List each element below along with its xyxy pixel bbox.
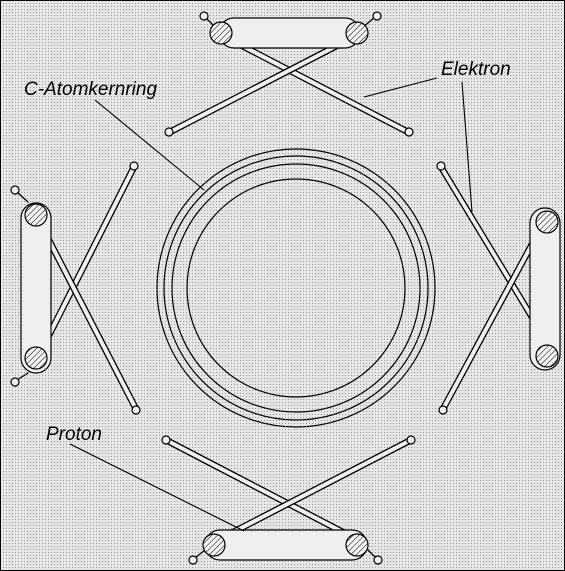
electron-end-icon [405, 128, 413, 136]
proton-ball-icon [25, 204, 47, 226]
proton-ball-icon [536, 211, 558, 233]
proton-ball-icon [346, 534, 368, 556]
label-electron: Elektron [441, 59, 511, 80]
electron-end-icon [407, 436, 415, 444]
proton-tube-bottom [205, 530, 367, 560]
label-proton: Proton [46, 424, 102, 445]
electron-end-icon [132, 406, 140, 414]
electron-end-icon [165, 128, 173, 136]
proton-tube-top [219, 18, 360, 48]
proton-ball-icon [25, 347, 47, 369]
proton-ball-icon [536, 345, 558, 367]
electron-end-icon [130, 162, 138, 170]
proton-ball-icon [203, 534, 225, 556]
proton-ball-icon [346, 22, 368, 44]
electron-end-icon [439, 406, 447, 414]
proton-ball-icon [210, 22, 232, 44]
electron-end-icon [437, 162, 445, 170]
electron-end-icon [162, 436, 170, 444]
label-nucleus-ring: C-Atomkernring [24, 79, 157, 100]
